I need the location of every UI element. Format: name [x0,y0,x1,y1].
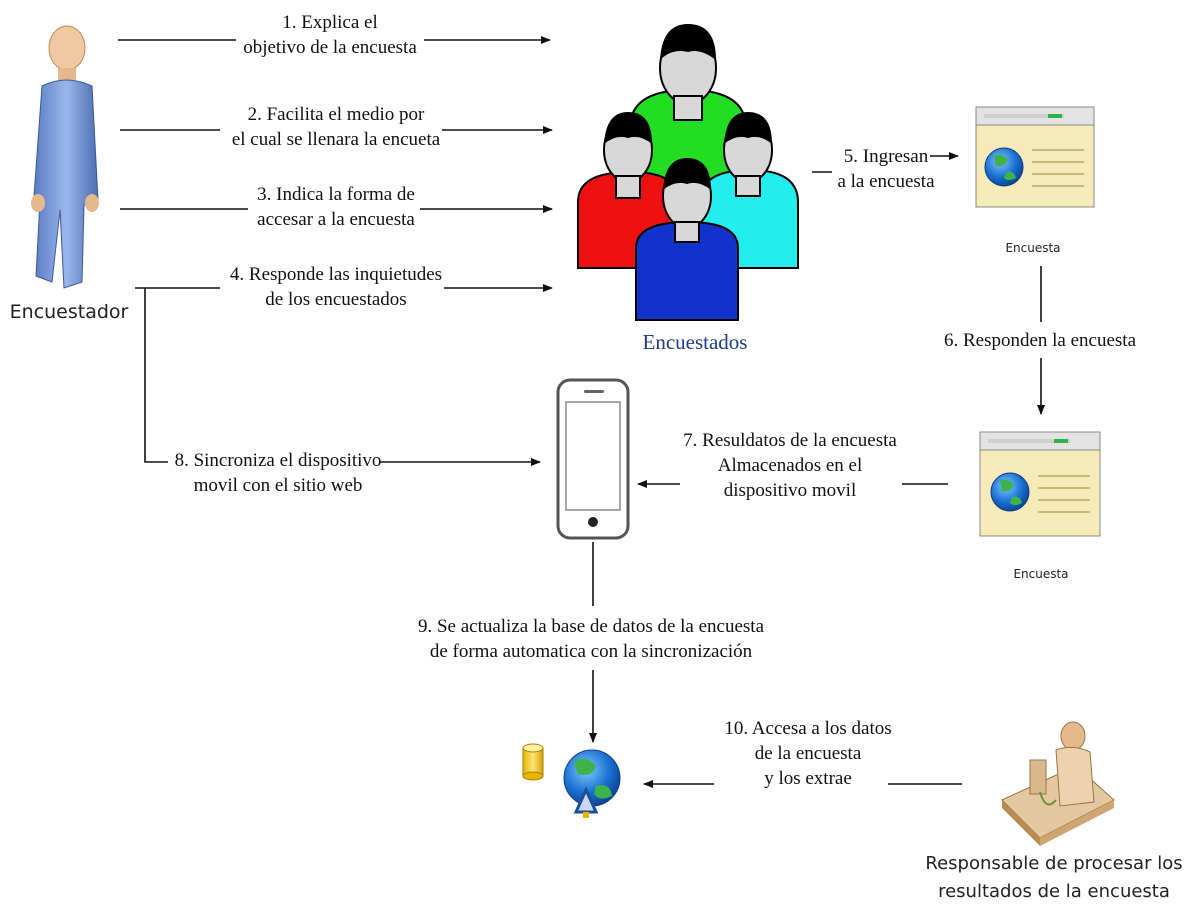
encuesta-window-top-icon [975,106,1095,208]
connectors [118,36,1045,788]
website-globe-icon [563,749,621,818]
encuestador-label: Encuestador [9,301,129,323]
database-icon [522,743,544,781]
step-9-label: 9. Se actualiza la base de datos de la e… [417,616,765,662]
encuesta-window-bottom-icon [979,431,1101,537]
person-blue-icon [635,158,739,321]
encuesta-bottom-caption: Encuesta [1013,567,1069,581]
mobile-device-icon [556,378,630,540]
encuesta-top-caption: Encuesta [1005,241,1061,255]
encuestados-group-icon [577,24,799,321]
person-red-icon [577,112,681,269]
step-6-label: 6. Responden la encuesta [943,330,1137,351]
encuestados-label: Encuestados [642,330,748,354]
responsable-workstation-icon [1001,721,1115,846]
encuestador-icon [31,25,99,289]
